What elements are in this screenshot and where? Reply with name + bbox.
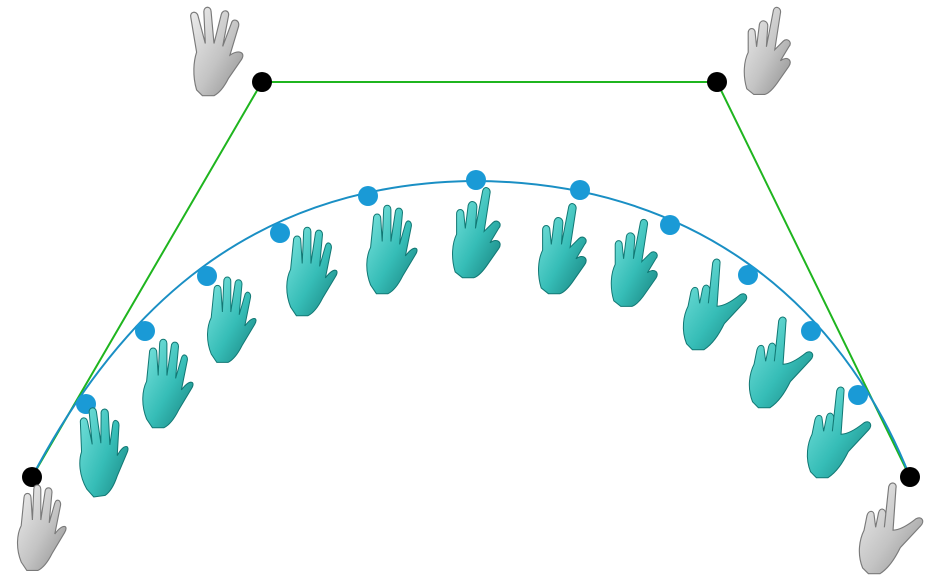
hand-icon bbox=[451, 186, 501, 279]
sample-point bbox=[848, 385, 868, 405]
sample-point bbox=[660, 215, 680, 235]
control-polygon-line bbox=[31, 81, 911, 478]
control-polygon bbox=[31, 81, 911, 478]
key-pose-hands bbox=[16, 6, 924, 575]
hand-icon bbox=[610, 218, 658, 308]
sample-point bbox=[738, 265, 758, 285]
control-point bbox=[252, 72, 272, 92]
hand-icon bbox=[366, 204, 418, 295]
sample-point bbox=[570, 180, 590, 200]
sample-point bbox=[801, 321, 821, 341]
hand-icon bbox=[743, 6, 791, 96]
interpolated-hands bbox=[71, 186, 872, 500]
control-point bbox=[22, 467, 42, 487]
hand-icon bbox=[858, 482, 924, 575]
sample-point bbox=[466, 170, 486, 190]
hand-icon bbox=[286, 226, 338, 317]
control-points bbox=[22, 72, 920, 487]
hand-icon bbox=[71, 402, 135, 500]
hand-icon bbox=[206, 276, 257, 364]
hand-icon bbox=[189, 6, 244, 97]
sample-point bbox=[358, 186, 378, 206]
control-point bbox=[900, 467, 920, 487]
hand-icon bbox=[682, 258, 748, 351]
hand-icon bbox=[537, 202, 587, 295]
sample-point bbox=[270, 223, 290, 243]
sample-point bbox=[135, 321, 155, 341]
sample-point bbox=[197, 266, 217, 286]
control-point bbox=[707, 72, 727, 92]
hand-icon bbox=[142, 338, 194, 429]
hand-icon bbox=[16, 484, 67, 572]
